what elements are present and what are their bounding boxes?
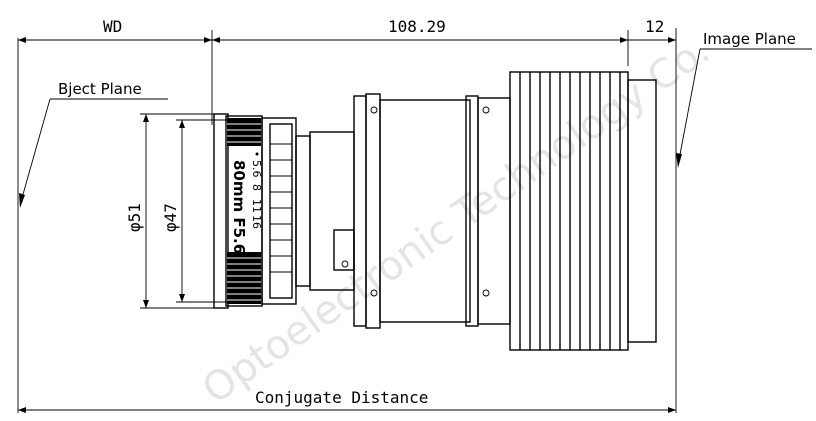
- front-lens-barrel: 80mm F5.6: [213, 113, 263, 309]
- coupling-tube: [295, 131, 355, 291]
- aperture-16: 16: [250, 215, 263, 229]
- dia51-label: φ51: [125, 203, 144, 232]
- length-12-label: 12: [645, 17, 664, 36]
- object-plane-leader: [19, 98, 51, 206]
- adapter-body: [353, 93, 511, 329]
- image-plane-label: Image Plane: [703, 30, 796, 48]
- wd-label: WD: [103, 17, 122, 36]
- aperture-scale: 5.6 8 11 16: [250, 152, 263, 229]
- conjugate-label: Conjugate Distance: [255, 388, 428, 407]
- aperture-8: 8: [250, 184, 263, 191]
- length-108-label: 108.29: [388, 17, 446, 36]
- focus-ring: [261, 117, 297, 305]
- lens-model-text: 80mm F5.6: [230, 160, 248, 254]
- rear-ribbed-body: [509, 71, 657, 351]
- object-plane-label: Bject Plane: [58, 80, 142, 98]
- aperture-11: 11: [250, 199, 263, 213]
- dia47-label: φ47: [161, 203, 180, 232]
- aperture-5.6: 5.6: [250, 160, 263, 178]
- watermark-text: Optoelectronic Technology Co.: [194, 27, 718, 413]
- image-plane-leader: [677, 48, 701, 166]
